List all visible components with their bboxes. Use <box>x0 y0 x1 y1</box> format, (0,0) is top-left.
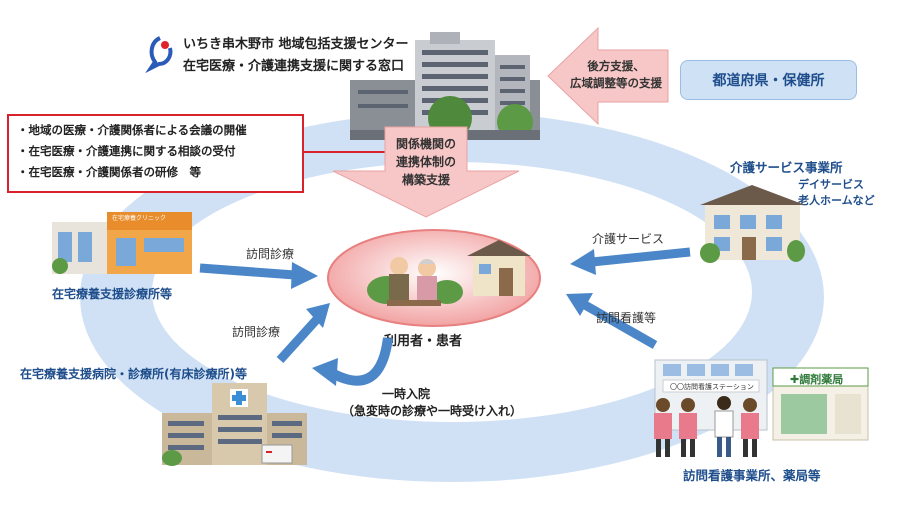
nurses-image <box>654 396 759 457</box>
arrow-clinic-to-user <box>199 262 318 289</box>
plus-icon: ✚ <box>790 373 800 386</box>
duty-item: ・地域の医療・介護関係者による会議の開催 <box>17 123 247 137</box>
backup-support-label: 後方支援、 広域調整等の支援 <box>560 58 672 92</box>
arrow-care-to-user <box>570 247 691 275</box>
prefecture-box: 都道府県・保健所 <box>680 60 857 100</box>
admission-line2: （急変時の診療や一時受け入れ） <box>341 404 522 418</box>
home-visit-label-1: 訪問診療 <box>246 247 295 261</box>
backup-support-line2: 広域調整等の支援 <box>570 76 662 90</box>
coordination-arrow <box>332 126 520 218</box>
nursing-station-sign: 〇〇訪問看護ステーション <box>670 383 754 391</box>
clinic-sign: 在宅療養クリニック <box>112 215 167 222</box>
city-logo-icon <box>145 36 173 74</box>
admission-label: 一時入院 （急変時の診療や一時受け入れ） <box>322 386 542 420</box>
arrow-hospital-to-user <box>276 303 330 364</box>
nursing-station-image <box>654 359 768 431</box>
center-name-line2: 在宅医療・介護連携支援に関する窓口 <box>183 59 405 74</box>
backup-support-arrow <box>547 26 669 126</box>
arrow-nursing-to-user <box>566 293 658 349</box>
care-service-arrow-label: 介護サービス <box>592 232 665 246</box>
admission-line1: 一時入院 <box>382 387 431 401</box>
pharmacy-sign: ✚調剤薬局 <box>790 371 843 387</box>
clinic-image <box>52 212 192 274</box>
care-service-provider-sub2: 老人ホームなど <box>798 194 875 207</box>
duties-connector-line <box>304 151 392 153</box>
hospital-label: 在宅療養支援病院・診療所(有床診療所)等 <box>20 367 247 381</box>
coordination-line1: 関係機関の <box>395 137 456 151</box>
hospital-image <box>162 383 307 466</box>
center-duties-box: ・地域の医療・介護関係者による会議の開催 ・在宅医療・介護連携に関する相談の受付… <box>7 114 304 193</box>
pharmacy-sign-text: 調剤薬局 <box>799 373 844 386</box>
care-service-provider-sub: デイサービス 老人ホームなど <box>798 177 875 209</box>
backup-support-line1: 後方支援、 <box>587 59 645 73</box>
user-patient-label: 利用者・患者 <box>384 334 463 349</box>
coordination-line2: 連携体制の <box>395 155 456 169</box>
center-name: いちき串木野市 地域包括支援センター 在宅医療・介護連携支援に関する窓口 <box>183 33 409 74</box>
clinic-label: 在宅療養支援診療所等 <box>52 287 173 301</box>
pharmacy-image <box>772 367 869 441</box>
duty-item: ・在宅医療・介護関係者の研修 等 <box>17 165 201 179</box>
nursing-label: 訪問看護事業所、薬局等 <box>683 468 821 483</box>
care-facility-image <box>700 185 805 263</box>
center-name-line1: いちき串木野市 地域包括支援センター <box>183 37 409 52</box>
coordination-label: 関係機関の 連携体制の 構築支援 <box>393 135 459 189</box>
care-service-provider-sub1: デイサービス <box>798 178 864 191</box>
visit-nursing-label: 訪問看護等 <box>596 311 657 325</box>
home-visit-label-2: 訪問診療 <box>232 325 281 339</box>
care-service-provider-title: 介護サービス事業所 <box>730 160 843 175</box>
user-bubble <box>327 229 541 327</box>
duty-item: ・在宅医療・介護連携に関する相談の受付 <box>17 144 236 158</box>
arrow-admission <box>312 337 393 386</box>
coordination-line3: 構築支援 <box>401 173 450 187</box>
